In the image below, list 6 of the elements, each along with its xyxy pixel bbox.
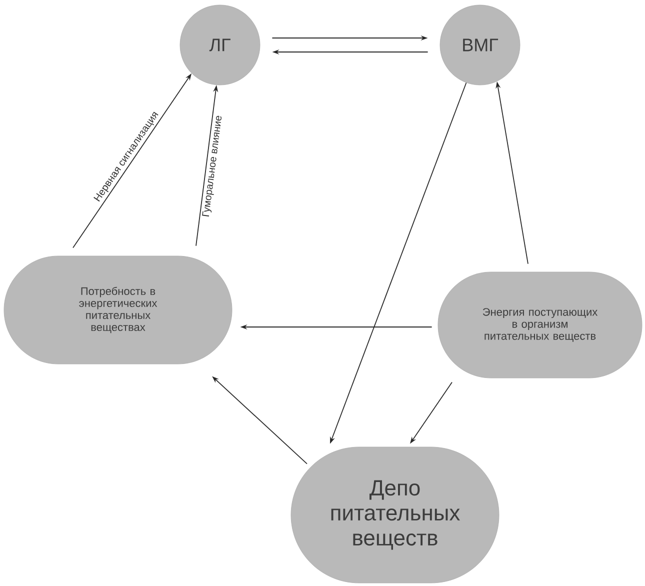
edge-label: Гуморальное влияние [202,116,222,216]
rounded-box: Энергия поступающих в организм питательных веществ [438,272,642,378]
rounded-box: Депо питательных веществ [290,446,500,584]
rounded-box: Потребность в энергетических питательных веществах [4,256,232,364]
circle-node: ВМГ [440,4,520,86]
circle-node: ЛГ [180,4,260,86]
